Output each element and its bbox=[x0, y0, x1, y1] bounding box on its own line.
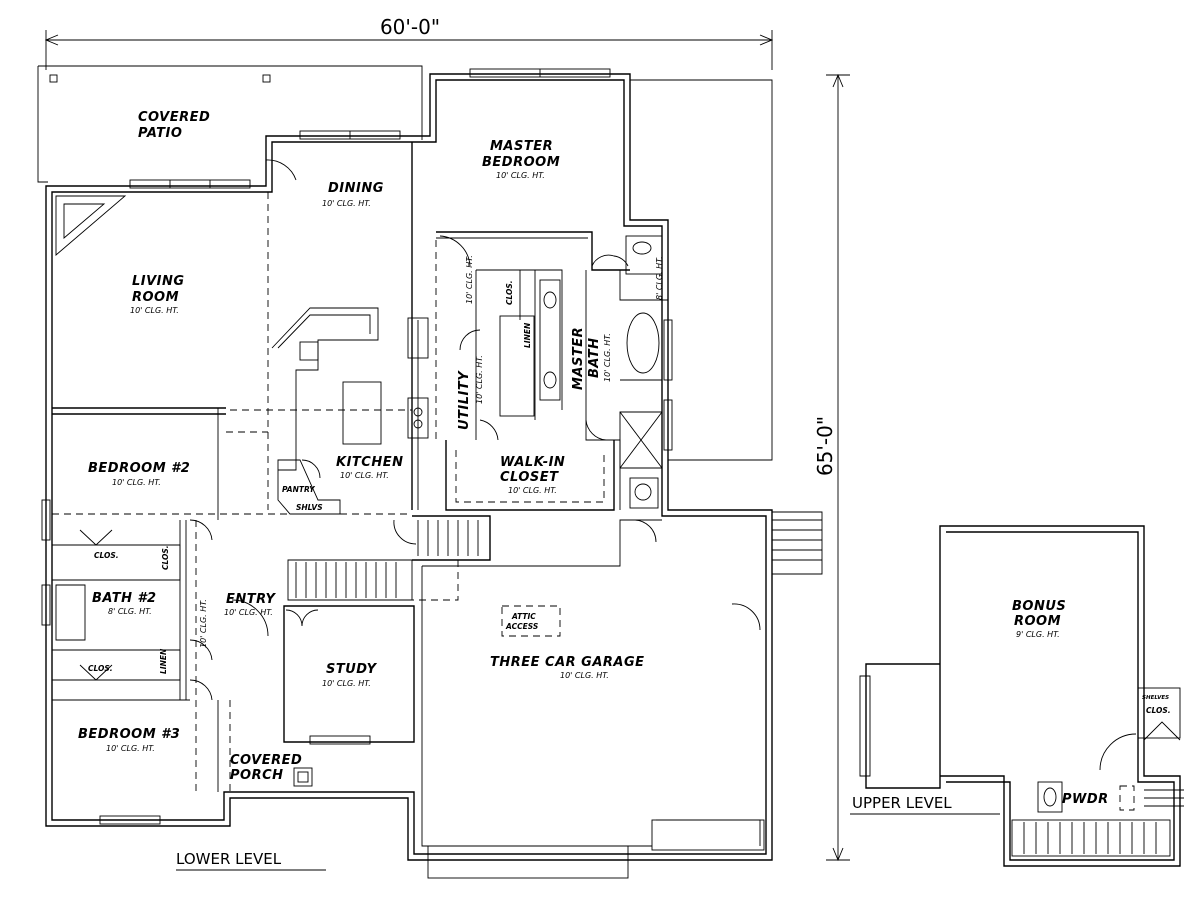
attic-access-label-2: ACCESS bbox=[505, 622, 538, 631]
living-room-ceiling: 10' CLG. HT. bbox=[130, 306, 179, 315]
master-bath-ceiling: 10' CLG. HT. bbox=[603, 333, 612, 382]
living-room-label-1: LIVING bbox=[132, 274, 185, 289]
bath-2-label: BATH #2 bbox=[92, 591, 157, 606]
pantry-label: PANTRY bbox=[282, 485, 316, 494]
bedroom-hall-ceiling: 10' CLG. HT. bbox=[199, 599, 208, 648]
bedroom-3-closet-label: CLOS. bbox=[88, 664, 113, 673]
master-bath-label-2: BATH bbox=[587, 338, 602, 378]
entry-ceiling: 10' CLG. HT. bbox=[224, 608, 273, 617]
depth-dimension-label: 65'-0" bbox=[813, 416, 837, 476]
master-bath-label-1: MASTER bbox=[571, 327, 586, 390]
living-room-label-2: ROOM bbox=[132, 290, 179, 305]
entry-label: ENTRY bbox=[226, 592, 276, 607]
room-master-bedroom: MASTER BEDROOM 10' CLG. HT. bbox=[482, 139, 560, 180]
bonus-room-label-1: BONUS bbox=[1012, 599, 1066, 614]
room-bath-2: BATH #2 8' CLG. HT. bbox=[92, 591, 157, 616]
kitchen-ceiling: 10' CLG. HT. bbox=[340, 471, 389, 480]
hall-closet-label: CLOS. bbox=[94, 551, 119, 560]
walk-in-closet-ceiling: 10' CLG. HT. bbox=[508, 486, 557, 495]
master-wc-ceiling: 8' CLG. HT. bbox=[655, 256, 664, 300]
stair-upper bbox=[295, 562, 397, 598]
dining-label: DINING bbox=[328, 181, 384, 196]
room-entry: ENTRY 10' CLG. HT. bbox=[224, 592, 276, 617]
walk-in-closet-label-1: WALK-IN bbox=[500, 455, 565, 470]
bath-2-ceiling: 8' CLG. HT. bbox=[108, 607, 152, 616]
shelves-label: SHLVS bbox=[296, 503, 323, 512]
upper-level-label: UPPER LEVEL bbox=[852, 794, 952, 812]
side-closet-label: CLOS. bbox=[161, 545, 170, 570]
room-living-room: LIVING ROOM 10' CLG. HT. bbox=[130, 274, 185, 315]
upper-shelves-label: SHELVES bbox=[1142, 695, 1169, 701]
covered-porch-label-1: COVERED bbox=[230, 753, 302, 768]
dashed-openings bbox=[52, 192, 459, 792]
room-utility: UTILITY 10' CLG. HT. bbox=[457, 355, 484, 430]
master-bedroom-ceiling: 10' CLG. HT. bbox=[496, 171, 545, 180]
master-bedroom-label-1: MASTER bbox=[490, 139, 553, 154]
study-ceiling: 10' CLG. HT. bbox=[322, 679, 371, 688]
depth-dimension: 65'-0" bbox=[813, 73, 850, 862]
master-closet-label: CLOS. bbox=[505, 280, 514, 305]
upper-level-plan bbox=[859, 525, 1184, 867]
interior-walls bbox=[52, 142, 823, 879]
upper-closet-label: CLOS. bbox=[1146, 706, 1171, 715]
covered-patio-label-2: PATIO bbox=[138, 126, 182, 141]
bedroom-2-label: BEDROOM #2 bbox=[88, 461, 190, 476]
master-linen-label: LINEN bbox=[523, 322, 532, 348]
covered-porch-label-2: PORCH bbox=[230, 768, 284, 783]
attic-access-label-1: ATTIC bbox=[511, 612, 536, 621]
bedroom-3-ceiling: 10' CLG. HT. bbox=[106, 744, 155, 753]
room-kitchen: KITCHEN 10' CLG. HT. bbox=[336, 455, 403, 480]
room-bedroom-2: BEDROOM #2 10' CLG. HT. bbox=[88, 461, 190, 487]
doors bbox=[79, 159, 761, 701]
exterior-walls bbox=[41, 68, 773, 861]
lower-level-label: LOWER LEVEL bbox=[176, 850, 282, 868]
room-dining: DINING 10' CLG. HT. bbox=[322, 181, 384, 208]
stair-lower bbox=[417, 520, 479, 556]
room-bonus-room: BONUS ROOM 9' CLG. HT. bbox=[1012, 599, 1066, 639]
hall-linen-label: LINEN bbox=[159, 648, 168, 674]
garage-ceiling: 10' CLG. HT. bbox=[560, 671, 609, 680]
width-dimension: 60'-0" bbox=[44, 15, 774, 70]
utility-label: UTILITY bbox=[457, 370, 472, 430]
room-walk-in-closet: WALK-IN CLOSET 10' CLG. HT. bbox=[500, 455, 565, 495]
covered-patio bbox=[37, 65, 423, 183]
covered-patio-label-1: COVERED bbox=[138, 110, 210, 125]
garage-label: THREE CAR GARAGE bbox=[490, 655, 645, 670]
room-study: STUDY 10' CLG. HT. bbox=[322, 662, 378, 688]
room-three-car-garage: THREE CAR GARAGE 10' CLG. HT. bbox=[490, 655, 645, 680]
master-hall-ceiling: 10' CLG. HT. bbox=[465, 255, 474, 304]
dining-ceiling: 10' CLG. HT. bbox=[322, 199, 371, 208]
room-covered-patio: COVERED PATIO bbox=[138, 110, 210, 141]
bonus-room-ceiling: 9' CLG. HT. bbox=[1016, 630, 1060, 639]
room-bedroom-3: BEDROOM #3 10' CLG. HT. bbox=[78, 727, 180, 753]
bedroom-3-label: BEDROOM #3 bbox=[78, 727, 180, 742]
width-dimension-label: 60'-0" bbox=[380, 15, 440, 39]
utility-ceiling: 10' CLG. HT. bbox=[475, 355, 484, 404]
bedroom-2-ceiling: 10' CLG. HT. bbox=[112, 478, 161, 487]
room-master-bath: MASTER BATH 10' CLG. HT. bbox=[571, 327, 612, 390]
bonus-room-label-2: ROOM bbox=[1014, 614, 1061, 629]
walk-in-closet-label-2: CLOSET bbox=[500, 470, 559, 485]
study-label: STUDY bbox=[326, 662, 378, 677]
room-covered-porch: COVERED PORCH bbox=[230, 753, 302, 783]
kitchen-label: KITCHEN bbox=[336, 455, 403, 470]
powder-room-label: PWDR bbox=[1062, 792, 1109, 807]
master-bedroom-label-2: BEDROOM bbox=[482, 155, 560, 170]
